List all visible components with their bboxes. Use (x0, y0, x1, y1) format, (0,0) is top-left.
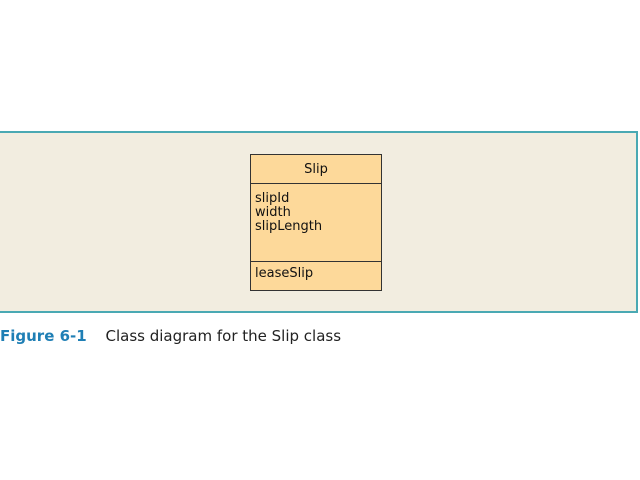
figure-caption-text: Class diagram for the Slip class (105, 327, 342, 345)
class-name: Slip (251, 155, 381, 184)
attribute-item: slipLength (255, 219, 323, 234)
class-attributes: slipId width slipLength (251, 184, 381, 262)
uml-class-box: Slip slipId width slipLength leaseSlip (250, 154, 382, 291)
attribute-item: slipId (255, 191, 290, 206)
method-item: leaseSlip (255, 266, 314, 281)
class-methods: leaseSlip (251, 262, 381, 281)
figure-label: Figure 6-1 (0, 327, 87, 345)
figure-caption: Figure 6-1 Class diagram for the Slip cl… (0, 327, 341, 345)
attribute-item: width (255, 205, 291, 220)
